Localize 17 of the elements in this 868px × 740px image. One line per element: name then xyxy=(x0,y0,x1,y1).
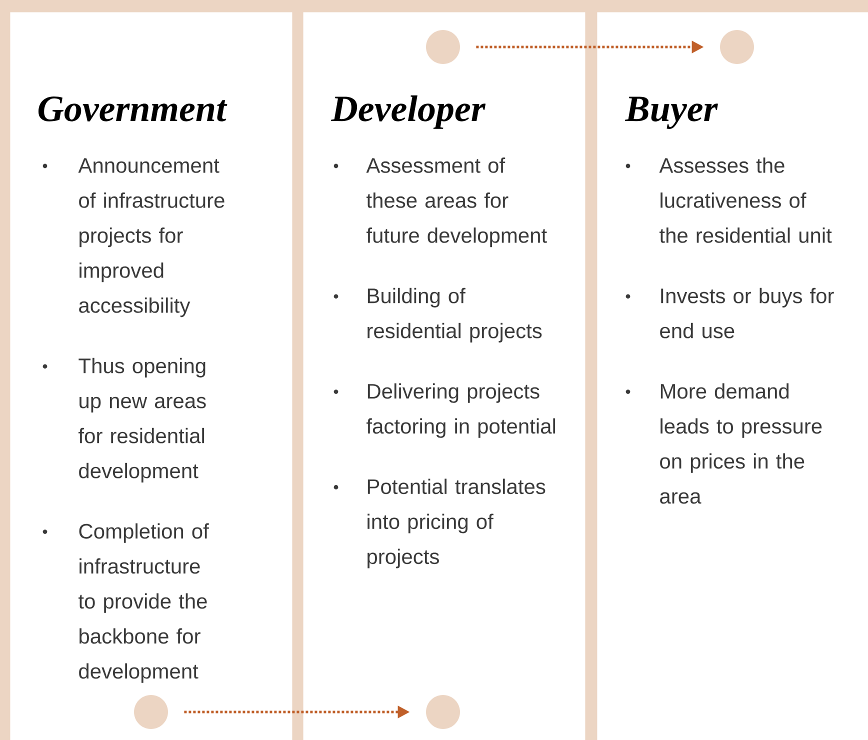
bullet-text: Invests or buys for end use xyxy=(660,288,834,338)
bullet-text: Assesses the lucrativeness of the residential unit xyxy=(659,158,832,243)
bullet-text: More demand leads to pressure on prices in the area xyxy=(660,383,822,504)
bullet-text: Delivering projects factoring in potential xyxy=(366,383,556,438)
circle-marker xyxy=(426,30,460,64)
bullet-text: Thus opening up new areas for residential development xyxy=(78,358,206,482)
circle-marker xyxy=(134,695,168,729)
column-heading: Buyer xyxy=(624,96,718,129)
circle-marker xyxy=(720,30,754,64)
bullet-text: Announcement of infrastructure projects for improved accessibility xyxy=(78,158,224,318)
bullet-text: Completion of infrastructure to provide the backbone for development xyxy=(78,523,209,683)
column-heading: Government xyxy=(38,96,228,122)
bullet-text: Building of residential projects xyxy=(368,288,542,342)
column-heading: Developer xyxy=(330,95,486,129)
bullet-text: Assessment of these areas for future development xyxy=(366,158,547,248)
circle-marker xyxy=(426,695,460,729)
bullet-text: Potential translates into pricing of projects xyxy=(368,478,546,568)
